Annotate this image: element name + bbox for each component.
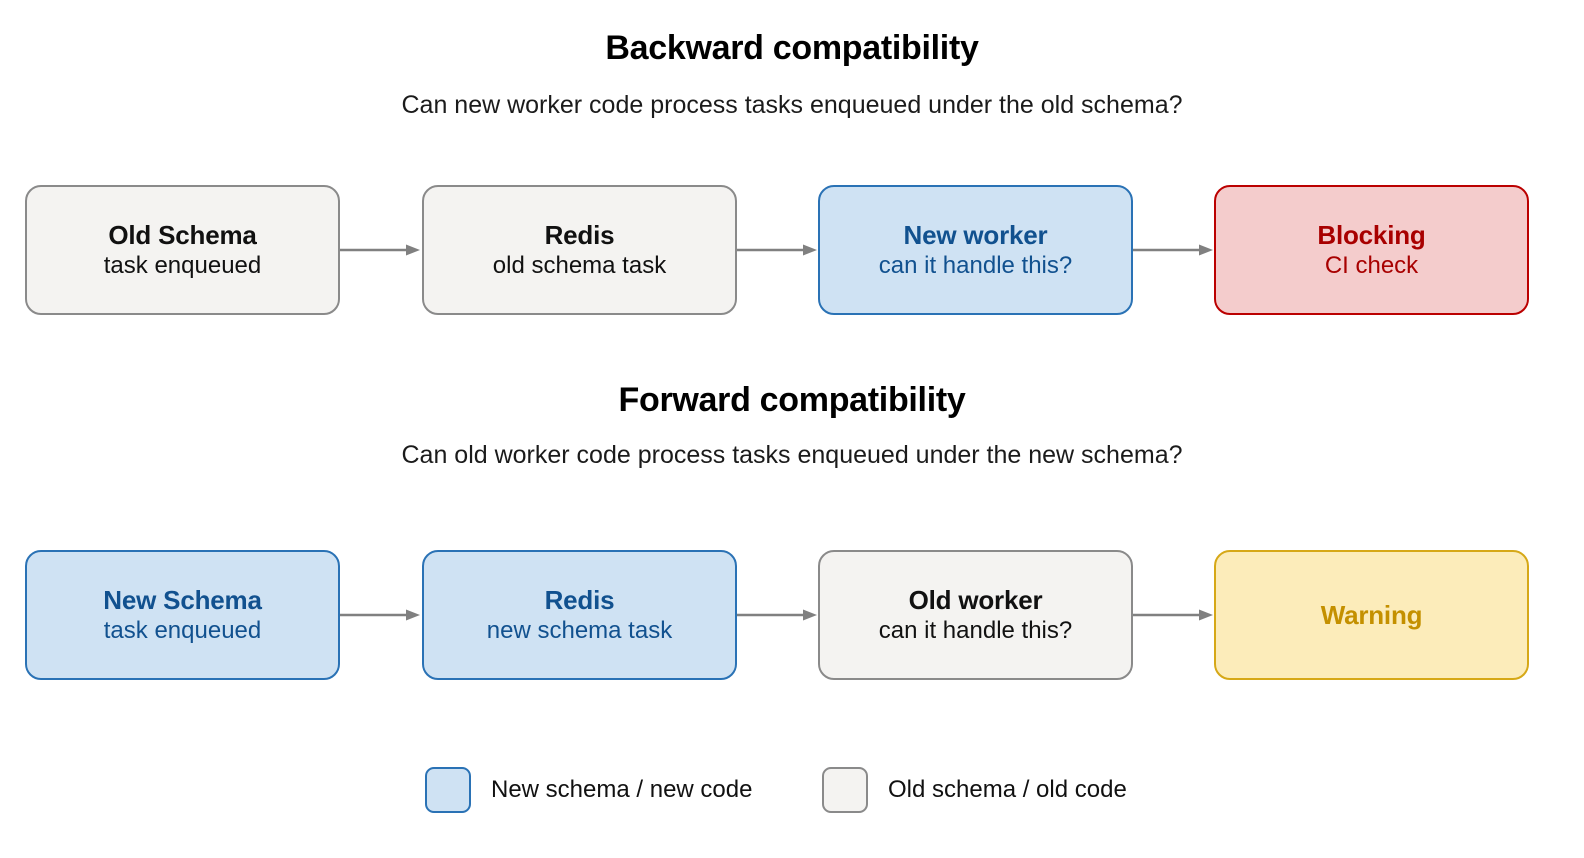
arrow-right-icon (340, 244, 420, 256)
node-subtitle: can it handle this? (878, 252, 1073, 279)
node-title: New worker (903, 220, 1048, 250)
node-subtitle: task enqueued (103, 252, 262, 279)
node-title: Blocking (1317, 220, 1426, 250)
legend-item-old-schema: Old schema / old code (822, 762, 1127, 818)
node-new-worker[interactable]: New worker can it handle this? (818, 185, 1133, 315)
node-title: New Schema (103, 585, 262, 615)
arrow-right-icon (1133, 609, 1213, 621)
node-title: Redis (544, 585, 615, 615)
node-blocking-ci-check[interactable]: Blocking CI check (1214, 185, 1529, 315)
legend-item-new-schema: New schema / new code (425, 762, 752, 818)
section-subtitle-backward: Can new worker code process tasks enqueu… (401, 91, 1183, 119)
node-old-worker[interactable]: Old worker can it handle this? (818, 550, 1133, 680)
arrow-right-icon (737, 244, 817, 256)
legend-swatch-gray-icon (822, 767, 868, 813)
arrow-right-icon (340, 609, 420, 621)
arrow-right-icon (737, 609, 817, 621)
node-title: Old Schema (108, 220, 257, 250)
node-title: Old worker (908, 585, 1043, 615)
node-title: Warning (1320, 600, 1423, 630)
node-warning[interactable]: Warning (1214, 550, 1529, 680)
legend: New schema / new code Old schema / old c… (0, 762, 1584, 818)
node-new-schema[interactable]: New Schema task enqueued (25, 550, 340, 680)
node-subtitle: task enqueued (103, 617, 262, 644)
section-title-backward: Backward compatibility (605, 29, 979, 67)
node-subtitle: new schema task (486, 617, 673, 644)
node-subtitle: CI check (1324, 252, 1419, 279)
node-title: Redis (544, 220, 615, 250)
flow-row-forward: New Schema task enqueued Redis new schem… (0, 550, 1584, 680)
legend-swatch-blue-icon (425, 767, 471, 813)
node-subtitle: old schema task (492, 252, 667, 279)
flow-row-backward: Old Schema task enqueued Redis old schem… (0, 185, 1584, 315)
legend-label: Old schema / old code (888, 776, 1127, 803)
arrow-right-icon (1133, 244, 1213, 256)
node-old-schema[interactable]: Old Schema task enqueued (25, 185, 340, 315)
node-redis-new[interactable]: Redis new schema task (422, 550, 737, 680)
section-title-forward: Forward compatibility (618, 381, 966, 419)
node-redis-old[interactable]: Redis old schema task (422, 185, 737, 315)
section-subtitle-forward: Can old worker code process tasks enqueu… (401, 441, 1183, 469)
node-subtitle: can it handle this? (878, 617, 1073, 644)
legend-label: New schema / new code (491, 776, 753, 803)
